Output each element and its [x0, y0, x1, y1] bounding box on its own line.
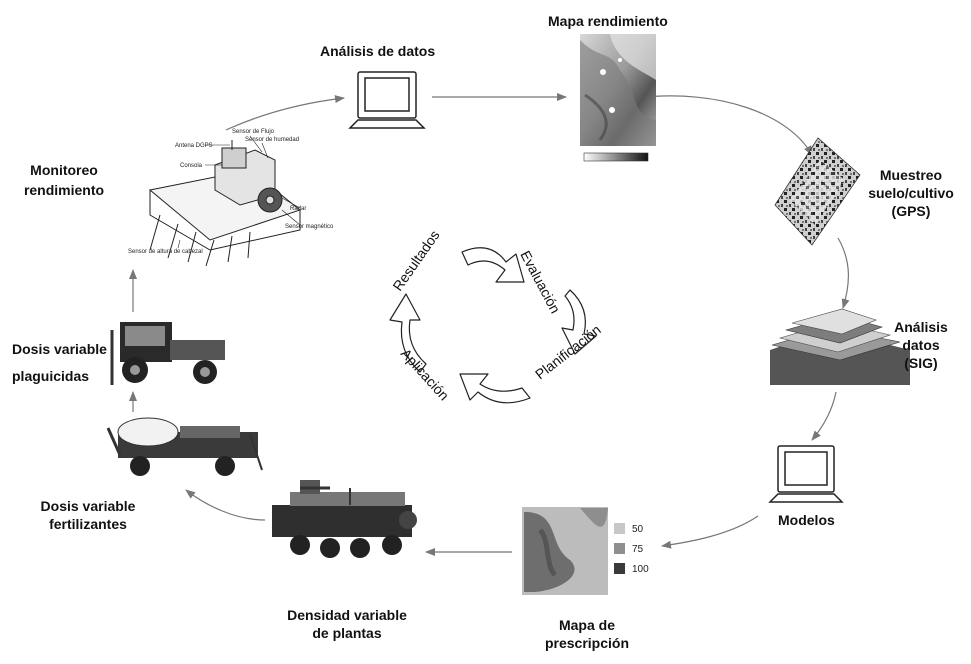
- legend-label-100: 100: [632, 564, 649, 575]
- computer-top-icon: [348, 71, 426, 129]
- cycle-arrow-top: [461, 247, 525, 283]
- planter-image: [272, 480, 417, 558]
- label-mapa-rendimiento: Mapa rendimiento: [548, 13, 668, 29]
- label-dosis-plaguicidas: Dosis variable plaguicidas: [12, 341, 107, 384]
- callout-consola: Consola: [180, 163, 203, 169]
- callout-antena: Antena DGPS: [175, 143, 213, 149]
- cycle-label-aplicacion: Aplicación: [398, 345, 453, 403]
- arrow-muestreo-to-sig: [837, 237, 850, 309]
- label-densidad: Densidad variable de plantas: [287, 607, 407, 641]
- callout-flujo: Sensor de Flujo: [232, 129, 275, 135]
- label-mapa-prescripcion: Mapa de prescripción: [544, 617, 630, 651]
- legend-label-75: 75: [632, 544, 644, 555]
- sprayer-image: [110, 322, 225, 385]
- soil-sampling-image: [774, 137, 861, 246]
- callout-magnetico: Sensor magnético: [285, 224, 334, 230]
- gis-layers-image: [770, 308, 910, 385]
- cycle-arrow-left: [389, 293, 427, 373]
- label-analisis-sig: Análisis datos (SIG): [894, 319, 948, 371]
- flow-arrows: [129, 93, 850, 556]
- cycle-arrow-right: [561, 289, 597, 355]
- legend-swatch-50: [614, 523, 625, 534]
- cycle-arrow-bottom: [459, 373, 531, 404]
- label-monitoreo: Monitoreo rendimiento: [23, 162, 105, 198]
- arrow-modelos-to-prescripcion: [661, 515, 759, 549]
- computer-bottom-icon: [768, 445, 844, 503]
- arrow-cosechadora-to-datos: [225, 95, 345, 131]
- legend-label-50: 50: [632, 524, 644, 535]
- legend-swatch-75: [614, 543, 625, 554]
- arrow-sembradora-to-fertilizadora: [185, 489, 266, 521]
- label-dosis-fertilizantes: Dosis variable fertilizantes: [40, 498, 136, 532]
- label-muestreo: Muestreo suelo/cultivo (GPS): [868, 167, 954, 219]
- arrow-mapa-to-muestreo: [635, 95, 813, 156]
- label-analisis-datos: Análisis de datos: [320, 43, 436, 59]
- label-modelos: Modelos: [778, 512, 835, 528]
- cycle-label-resultados: Resultados: [389, 227, 442, 294]
- yield-map-image: [580, 34, 656, 162]
- callout-humedad: Sensor de humedad: [245, 137, 299, 143]
- arrow-sig-to-modelos: [811, 391, 837, 441]
- legend-swatch-100: [614, 563, 625, 574]
- central-cycle: [389, 247, 597, 404]
- fertilizer-applicator-image: [106, 417, 263, 476]
- harvester-image: [148, 135, 302, 267]
- callout-radar: Radar: [290, 206, 306, 212]
- harvester-callouts: Antena DGPS Consola Sensor de Flujo Sens…: [128, 129, 334, 255]
- yield-legend-bar: [583, 152, 649, 162]
- prescription-map-image: 50 75 100: [522, 507, 649, 595]
- callout-altura: Sensor de altura de cabezal: [128, 249, 203, 255]
